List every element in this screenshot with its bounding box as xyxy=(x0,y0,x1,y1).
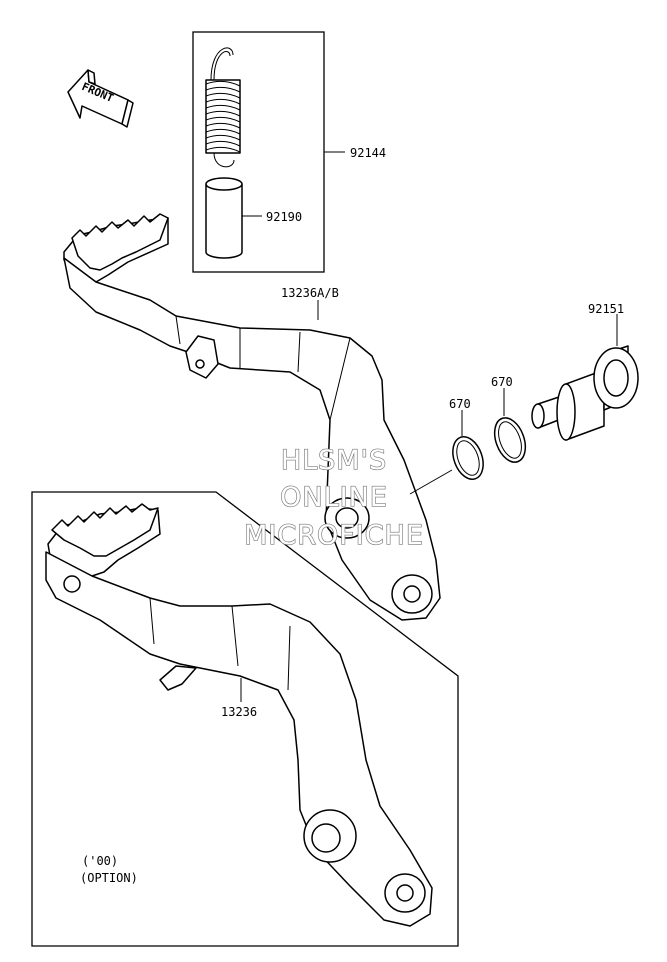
watermark-line-3: MICROFICHE xyxy=(244,520,424,551)
return-spring-icon xyxy=(205,47,241,168)
label-13236: 13236 xyxy=(221,705,257,719)
label-92190: 92190 xyxy=(266,210,302,224)
label-670-outer: 670 xyxy=(491,375,513,389)
label-670-inner: 670 xyxy=(449,397,471,411)
label-92151: 92151 xyxy=(588,302,624,316)
watermark: HLSM'S ONLINE MICROFICHE xyxy=(243,444,424,551)
front-arrow-icon: FRONT xyxy=(67,69,134,128)
o-ring-inner-icon xyxy=(452,436,484,480)
label-13236a-b: 13236A/B xyxy=(281,286,339,300)
brake-pedal-option-icon xyxy=(45,503,433,927)
option-note: (OPTION) xyxy=(80,871,138,885)
brake-pedal-main-icon xyxy=(63,213,441,621)
o-ring-outer-icon xyxy=(493,417,527,463)
pivot-shaft-icon xyxy=(531,345,639,441)
collar-icon xyxy=(205,177,243,259)
option-year: ('00) xyxy=(82,854,118,868)
label-92144: 92144 xyxy=(350,146,386,160)
watermark-line-2: ONLINE xyxy=(280,482,388,513)
option-box xyxy=(31,491,459,947)
watermark-line-1: HLSM'S xyxy=(281,445,387,476)
